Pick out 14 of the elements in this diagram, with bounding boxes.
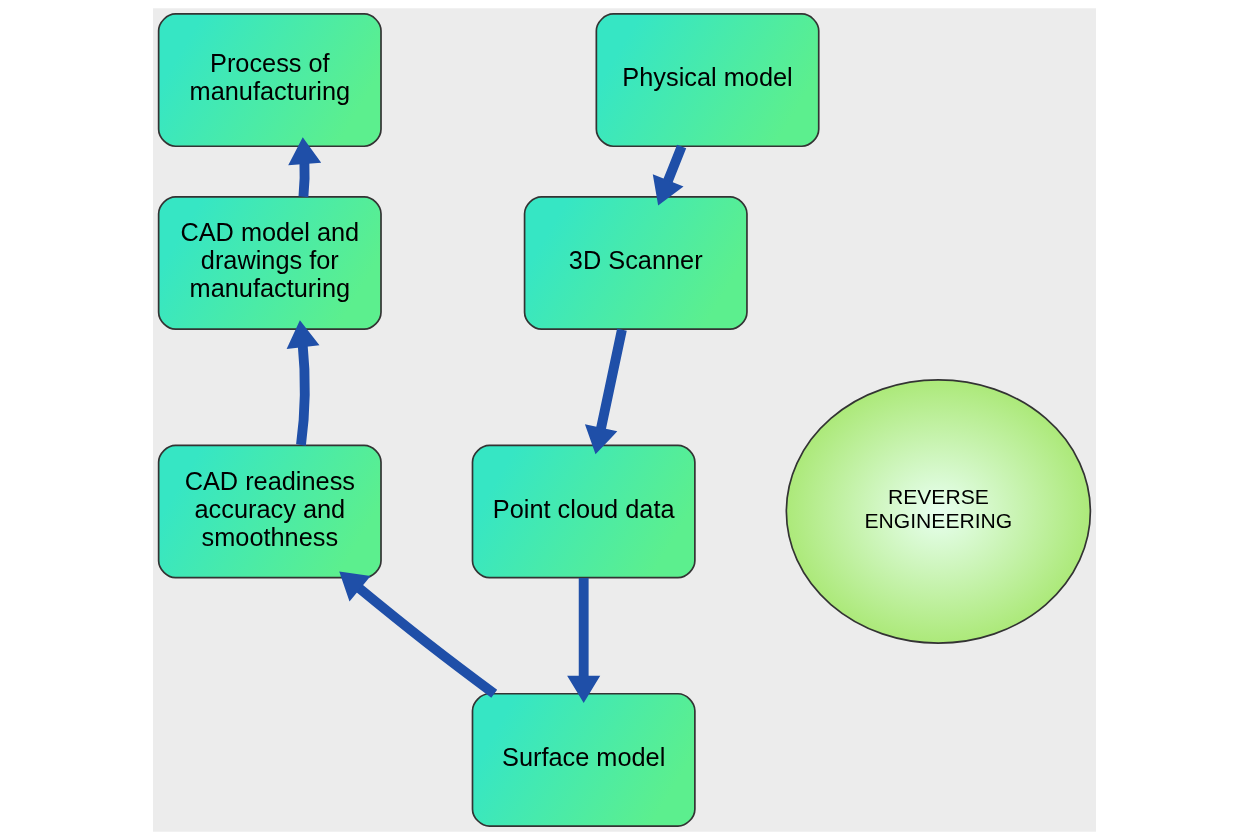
arrow <box>566 578 600 703</box>
arrow <box>338 571 497 698</box>
node-box: 3D Scanner <box>523 196 748 331</box>
node-box: CAD readiness accuracy and smoothness <box>157 444 382 579</box>
node-box: Surface model <box>471 692 696 827</box>
arrow <box>652 144 686 206</box>
arrow <box>286 320 319 446</box>
node-box: Process of manufacturing <box>157 13 382 148</box>
arrow <box>287 137 321 198</box>
node-box: Point cloud data <box>471 444 696 579</box>
node-ellipse: REVERSE ENGINEERING <box>785 379 1091 644</box>
arrow <box>584 328 627 455</box>
node-box: CAD model and drawings for manufacturing <box>157 196 382 331</box>
node-box: Physical model <box>595 13 820 148</box>
